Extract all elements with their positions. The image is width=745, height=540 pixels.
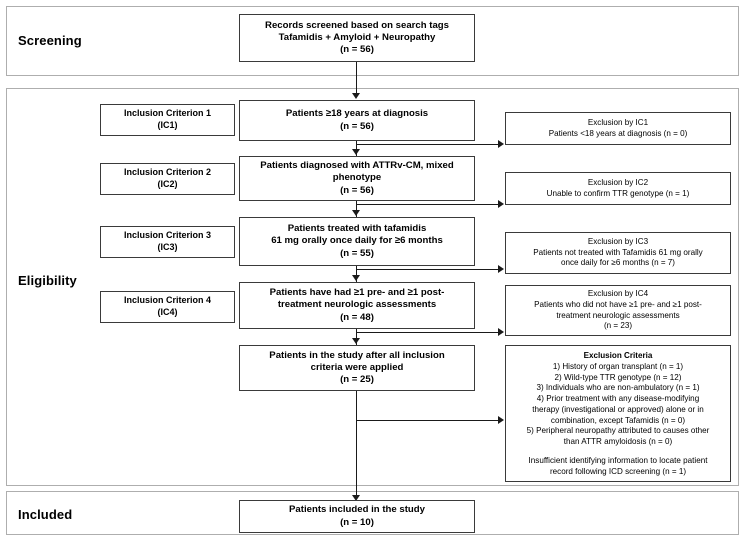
arrowhead-branch-ic4 — [498, 328, 504, 336]
exclusion-criteria-item: than ATTR amyloidosis (n = 0) — [563, 437, 673, 446]
stage-label-included: Included — [18, 507, 73, 522]
arrowhead-branch-ic2 — [498, 200, 504, 208]
exclusion-line: Patients who did not have ≥1 pre- and ≥1… — [534, 299, 702, 309]
arrowhead-all-inclusion-to-included — [352, 495, 360, 501]
exclusion-box-ic4[interactable]: Exclusion by IC4 Patients who did not ha… — [505, 285, 731, 336]
exclusion-line: Exclusion by IC4 — [587, 289, 649, 299]
exclusion-box-ic3[interactable]: Exclusion by IC3 Patients not treated wi… — [505, 232, 731, 274]
flow-line: phenotype — [332, 172, 382, 184]
exclusion-line: Exclusion by IC3 — [587, 237, 649, 247]
arrowhead-ic3-to-ic4 — [352, 275, 360, 281]
flow-box-ic2-result[interactable]: Patients diagnosed with ATTRv-CM, mixed … — [239, 156, 475, 201]
flow-line: (n = 25) — [340, 374, 374, 386]
flow-line: Patients included in the study — [289, 504, 425, 516]
exclusion-line: Patients not treated with Tafamidis 61 m… — [533, 247, 703, 257]
exclusion-criteria-item: 4) Prior treatment with any disease-modi… — [536, 394, 700, 403]
exclusion-line: treatment neurologic assessments — [556, 310, 680, 320]
flow-line: 61 mg orally once daily for ≥6 months — [271, 235, 443, 247]
arrowhead-ic2-to-ic3 — [352, 210, 360, 216]
exclusion-criteria-item: 1) History of organ transplant (n = 1) — [552, 361, 684, 371]
flow-line: Patients diagnosed with ATTRv-CM, mixed — [260, 160, 454, 172]
exclusion-box-ic1[interactable]: Exclusion by IC1 Patients <18 years at d… — [505, 112, 731, 145]
branch-ic1-to-exclusion — [356, 144, 501, 145]
flow-line: Patients treated with tafamidis — [287, 223, 427, 235]
arrowhead-branch-ic1 — [498, 140, 504, 148]
flow-line: (n = 55) — [340, 247, 374, 259]
exclusion-line: once daily for ≥6 months (n = 7) — [561, 258, 675, 268]
criterion-line: (IC1) — [157, 120, 178, 130]
flow-box-ic4-result[interactable]: Patients have had ≥1 pre- and ≥1 post- t… — [239, 282, 475, 329]
exclusion-line: Exclusion by IC2 — [587, 177, 649, 187]
flow-line: Patients have had ≥1 pre- and ≥1 post- — [269, 287, 445, 299]
flow-box-all-inclusion-applied[interactable]: Patients in the study after all inclusio… — [239, 345, 475, 391]
flow-line: (n = 10) — [340, 516, 374, 528]
flow-box-records-screened[interactable]: Records screened based on search tags Ta… — [239, 14, 475, 62]
flow-line: Patients ≥18 years at diagnosis — [285, 108, 429, 120]
branch-ic3-to-exclusion — [356, 269, 501, 270]
arrowhead-branch-exclusion-criteria — [498, 416, 504, 424]
exclusion-line: Patients <18 years at diagnosis (n = 0) — [548, 128, 688, 138]
criterion-line: Inclusion Criterion 2 — [123, 167, 211, 178]
flow-line: criteria were applied — [310, 361, 404, 373]
exclusion-criteria-item: therapy (investigational or approved) al… — [532, 404, 704, 414]
branch-ic2-to-exclusion — [356, 204, 501, 205]
flow-box-ic1-result[interactable]: Patients ≥18 years at diagnosis (n = 56) — [239, 100, 475, 141]
stage-label-eligibility: Eligibility — [18, 273, 77, 288]
exclusion-line: Unable to confirm TTR genotype (n = 1) — [546, 188, 690, 198]
criterion-line: (IC3) — [157, 242, 178, 252]
exclusion-criteria-box[interactable]: Exclusion Criteria 1) History of organ t… — [505, 345, 731, 482]
branch-all-inclusion-to-exclusion-criteria — [356, 420, 501, 421]
exclusion-criteria-footnote: Insufficient identifying information to … — [528, 455, 708, 465]
connector-all-inclusion-to-included — [356, 391, 357, 498]
connector-ic3-to-ic4 — [356, 266, 357, 282]
connector-screened-to-ic1 — [356, 62, 357, 95]
connector-ic4-to-all-inclusion — [356, 329, 357, 345]
criterion-box-ic1[interactable]: Inclusion Criterion 1 (IC1) — [100, 104, 235, 136]
criterion-line: Inclusion Criterion 1 — [123, 108, 211, 119]
arrowhead-screened-to-ic1 — [352, 93, 360, 99]
flow-line: (n = 56) — [340, 44, 374, 56]
flow-box-ic3-result[interactable]: Patients treated with tafamidis 61 mg or… — [239, 217, 475, 266]
flow-line: Patients in the study after all inclusio… — [269, 349, 445, 361]
arrowhead-branch-ic3 — [498, 265, 504, 273]
flow-line: treatment neurologic assessments — [277, 299, 437, 311]
stage-label-screening: Screening — [18, 33, 82, 48]
criterion-line: (IC2) — [157, 179, 178, 189]
flow-line: Tafamidis + Amyloid + Neuropathy — [278, 31, 436, 43]
exclusion-criteria-item: 2) Wild-type TTR genotype (n = 12) — [554, 372, 682, 382]
exclusion-line: (n = 23) — [603, 321, 633, 331]
exclusion-box-ic2[interactable]: Exclusion by IC2 Unable to confirm TTR g… — [505, 172, 731, 205]
flow-line: (n = 48) — [340, 311, 374, 323]
exclusion-line: Exclusion by IC1 — [587, 117, 649, 127]
exclusion-criteria-footnote: record following ICD screening (n = 1) — [549, 466, 687, 476]
exclusion-criteria-title: Exclusion Criteria — [583, 351, 653, 360]
exclusion-criteria-item: 3) Individuals who are non-ambulatory (n… — [536, 383, 700, 393]
criterion-box-ic2[interactable]: Inclusion Criterion 2 (IC2) — [100, 163, 235, 195]
arrowhead-ic1-to-ic2 — [352, 149, 360, 155]
flow-line: (n = 56) — [340, 184, 374, 196]
flow-line: Records screened based on search tags — [265, 19, 449, 31]
exclusion-criteria-spacer — [510, 448, 726, 456]
flow-box-included-in-study[interactable]: Patients included in the study (n = 10) — [239, 500, 475, 533]
branch-ic4-to-exclusion — [356, 332, 501, 333]
criterion-line: (IC4) — [157, 307, 178, 317]
criterion-line: Inclusion Criterion 3 — [123, 230, 211, 241]
arrowhead-ic4-to-all-inclusion — [352, 338, 360, 344]
exclusion-criteria-item: combination, except Tafamidis (n = 0) — [550, 415, 686, 425]
connector-ic2-to-ic3 — [356, 201, 357, 217]
exclusion-criteria-item: 5) Peripheral neuropathy attributed to c… — [526, 426, 710, 436]
connector-ic1-to-ic2 — [356, 141, 357, 156]
criterion-box-ic3[interactable]: Inclusion Criterion 3 (IC3) — [100, 226, 235, 258]
criterion-line: Inclusion Criterion 4 — [123, 295, 211, 306]
flow-line: (n = 56) — [340, 120, 374, 132]
criterion-box-ic4[interactable]: Inclusion Criterion 4 (IC4) — [100, 291, 235, 323]
